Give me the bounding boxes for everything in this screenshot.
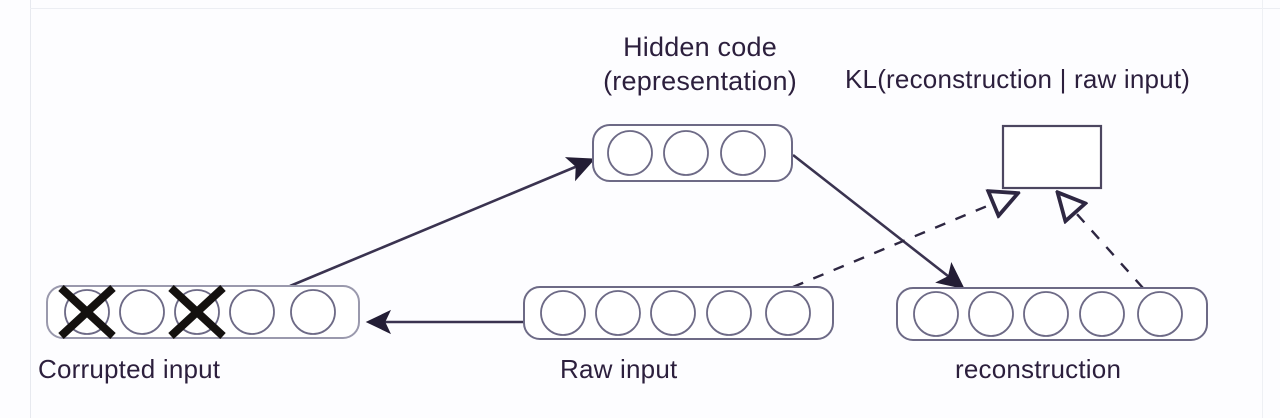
edge-hidden-to-reconstruction — [792, 153, 965, 290]
edge-corrupted-to-hidden — [289, 157, 596, 288]
corrupted-input-node-5 — [290, 289, 336, 335]
reconstruction-node-5 — [1137, 291, 1183, 337]
reconstruction-node-1 — [913, 291, 959, 337]
group-reconstruction[interactable] — [896, 287, 1208, 341]
page-edge-top — [30, 8, 1280, 9]
kl-box — [1001, 124, 1103, 190]
group-raw-input[interactable] — [523, 286, 834, 340]
hidden-code-label-line2: (representation) — [603, 66, 797, 96]
hidden-code-label: Hidden code (representation) — [560, 30, 840, 98]
hidden-code-node-2 — [663, 130, 709, 176]
corruption-x-icon-node-3 — [168, 285, 226, 339]
corruption-x-icon-node-1 — [58, 285, 116, 339]
raw-input-node-2 — [595, 290, 641, 336]
group-hidden-code[interactable] — [592, 124, 793, 182]
reconstruction-node-4 — [1079, 291, 1125, 337]
kl-divergence-label: KL(reconstruction | raw input) — [845, 64, 1191, 94]
corrupted-input-label: Corrupted input — [38, 354, 221, 384]
corrupted-input-node-2 — [119, 289, 165, 335]
group-corrupted-input[interactable] — [46, 285, 360, 339]
hidden-code-label-line1: Hidden code — [623, 32, 777, 62]
hidden-code-node-1 — [607, 130, 653, 176]
page-edge-left — [30, 0, 31, 418]
group-kl-box[interactable] — [1001, 124, 1103, 190]
raw-input-node-1 — [540, 290, 586, 336]
reconstruction-node-3 — [1023, 291, 1069, 337]
raw-input-node-3 — [650, 290, 696, 336]
hidden-code-node-3 — [720, 130, 766, 176]
raw-input-label: Raw input — [560, 354, 678, 384]
reconstruction-node-2 — [968, 291, 1014, 337]
edge-reconstruction-to-kl — [1059, 194, 1144, 289]
raw-input-node-5 — [765, 290, 811, 336]
raw-input-node-4 — [706, 290, 752, 336]
page-edge-right — [1262, 0, 1263, 418]
edge-layer — [289, 153, 1144, 335]
reconstruction-label: reconstruction — [955, 354, 1122, 384]
corrupted-input-node-4 — [229, 289, 275, 335]
edge-raw-to-kl — [792, 194, 1016, 289]
